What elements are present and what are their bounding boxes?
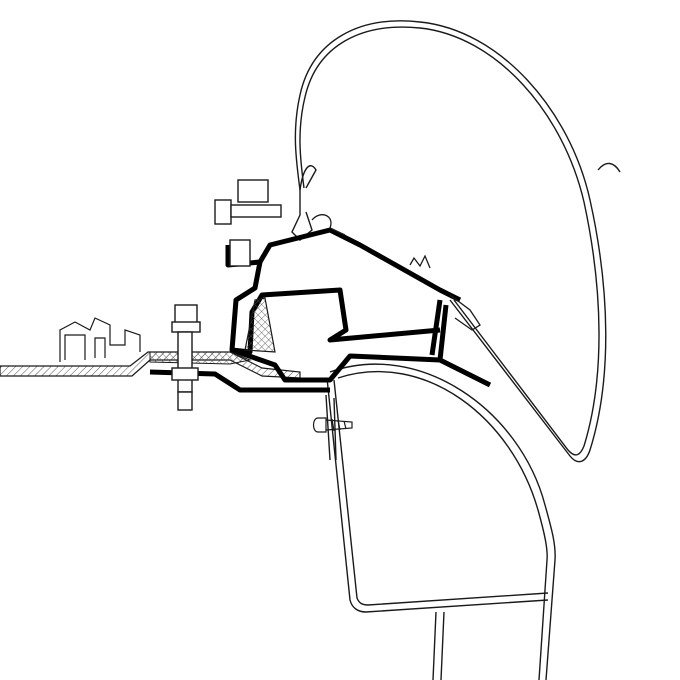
awning-rail-clips	[311, 214, 481, 331]
gasket	[149, 351, 252, 365]
screw-icon	[312, 417, 353, 433]
bolt-icon	[171, 179, 282, 411]
rubber-seal	[244, 297, 276, 353]
adapter-bracket	[149, 227, 492, 393]
van-roof-profile	[325, 363, 556, 680]
